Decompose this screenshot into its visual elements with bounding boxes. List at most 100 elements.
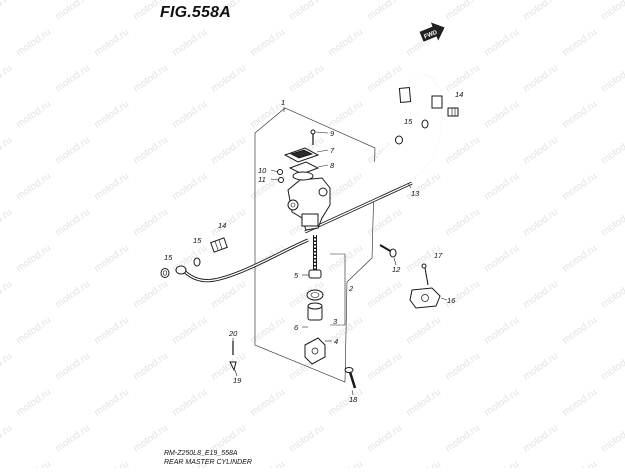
watermark-text: motod.ru — [326, 243, 365, 275]
watermark-text: motod.ru — [248, 459, 287, 468]
watermark-text: motod.ru — [209, 279, 248, 311]
watermark-text: motod.ru — [14, 171, 53, 203]
watermark-text: motod.ru — [521, 63, 560, 95]
callout-17: 17 — [434, 251, 443, 260]
watermark-text: motod.ru — [482, 459, 521, 468]
watermark-text: motod.ru — [14, 243, 53, 275]
master-cylinder-body — [287, 177, 331, 231]
callout-15-left: 15 — [164, 253, 173, 262]
union-bolt-14-left — [210, 237, 228, 253]
watermark-text: motod.ru — [92, 243, 131, 275]
pushrod-clevis — [304, 337, 326, 365]
watermark-text: motod.ru — [326, 459, 365, 468]
callout-5: 5 — [294, 271, 299, 280]
watermark-text: motod.ru — [209, 135, 248, 167]
watermark-text: motod.ru — [599, 423, 625, 455]
watermark-text: motod.ru — [560, 387, 599, 419]
watermark-text: motod.ru — [404, 387, 443, 419]
callout-labels: 1 2 3 4 5 6 7 8 9 10 11 12 13 14 14 15 1… — [164, 90, 463, 404]
watermark-text: motod.ru — [404, 459, 443, 468]
callout-20: 20 — [228, 329, 238, 338]
watermark-text: motod.ru — [326, 27, 365, 59]
watermark-text: motod.ru — [92, 459, 131, 468]
watermark-text: motod.ru — [14, 387, 53, 419]
watermark-text: motod.ru — [92, 315, 131, 347]
watermark-text: motod.ru — [209, 207, 248, 239]
watermark-text: motod.ru — [521, 351, 560, 383]
watermark-text: motod.ru — [170, 99, 209, 131]
watermark-text: motod.ru — [560, 99, 599, 131]
callout-14-left: 14 — [218, 221, 226, 230]
watermark-text: motod.ru — [326, 99, 365, 131]
watermark-text: motod.ru — [92, 171, 131, 203]
watermark-text: motod.ru — [443, 351, 482, 383]
watermark-text: motod.ru — [248, 27, 287, 59]
watermark-text: motod.ru — [0, 63, 14, 95]
watermark-text: motod.ru — [599, 279, 625, 311]
piston-kit — [306, 235, 346, 326]
watermark-text: motod.ru — [0, 135, 14, 167]
watermark-text: motod.ru — [521, 135, 560, 167]
watermark-text: motod.ru — [521, 0, 560, 22]
hose-clamp-16 — [409, 263, 441, 309]
watermark-text: motod.ru — [131, 351, 170, 383]
watermark-text: motod.ru — [599, 351, 625, 383]
watermark-text: motod.ru — [482, 27, 521, 59]
watermark-text: motod.ru — [521, 423, 560, 455]
watermark-text: motod.ru — [14, 27, 53, 59]
callout-14-right: 14 — [455, 90, 463, 99]
washer-15-right — [395, 119, 429, 145]
watermark-text: motod.ru — [365, 279, 404, 311]
pushrod-tube — [304, 181, 413, 234]
watermark-text: motod.ru — [560, 171, 599, 203]
watermark-text: motod.ru — [0, 351, 14, 383]
watermark-text: motod.ru — [443, 207, 482, 239]
watermark-text: motod.ru — [443, 423, 482, 455]
watermark-text: motod.ru — [170, 387, 209, 419]
watermark-text: motod.ru — [599, 135, 625, 167]
watermark-text: motod.ru — [131, 207, 170, 239]
watermark-text: motod.ru — [482, 387, 521, 419]
watermark-text: motod.ru — [0, 0, 14, 22]
callout-2: 2 — [348, 284, 354, 293]
callout-16: 16 — [447, 296, 456, 305]
callout-11: 11 — [258, 175, 266, 184]
watermark-text: motod.ru — [443, 279, 482, 311]
watermark-text: motod.ru — [53, 0, 92, 22]
watermark-text: motod.ru — [131, 279, 170, 311]
watermark-text: motod.ru — [482, 99, 521, 131]
callout-4: 4 — [334, 337, 338, 346]
watermark-text: motod.ru — [287, 423, 326, 455]
watermark-text: motod.ru — [365, 0, 404, 22]
watermark-text: motod.ru — [53, 423, 92, 455]
watermark-text: motod.ru — [131, 63, 170, 95]
watermark-text: motod.ru — [14, 459, 53, 468]
watermark-text: motod.ru — [599, 63, 625, 95]
figure-code: RM-Z250L8_E19_558A — [164, 450, 238, 457]
watermark-text: motod.ru — [0, 279, 14, 311]
watermark-text: motod.ru — [248, 315, 287, 347]
watermark-text: motod.ru — [170, 27, 209, 59]
reservoir-hose — [175, 238, 309, 283]
reservoir-cap — [277, 129, 320, 183]
watermark-text: motod.ru — [560, 315, 599, 347]
callout-19: 19 — [233, 376, 242, 385]
watermark-text: motod.ru — [248, 171, 287, 203]
forward-arrow: FWD — [419, 22, 445, 42]
watermark-text: motod.ru — [482, 171, 521, 203]
watermark-text: motod.ru — [92, 387, 131, 419]
watermark-text: motod.ru — [365, 63, 404, 95]
watermark-text: motod.ru — [131, 135, 170, 167]
callout-9: 9 — [330, 129, 335, 138]
watermark-text: motod.ru — [404, 315, 443, 347]
union-bolt-14-right — [447, 107, 459, 117]
callout-18: 18 — [349, 395, 358, 404]
callout-1: 1 — [281, 98, 285, 107]
watermark-text: motod.ru — [170, 171, 209, 203]
leader-lines — [232, 107, 448, 396]
callout-13: 13 — [411, 189, 420, 198]
watermark-text: motod.ru — [482, 243, 521, 275]
watermark-text: motod.ru — [599, 0, 625, 22]
